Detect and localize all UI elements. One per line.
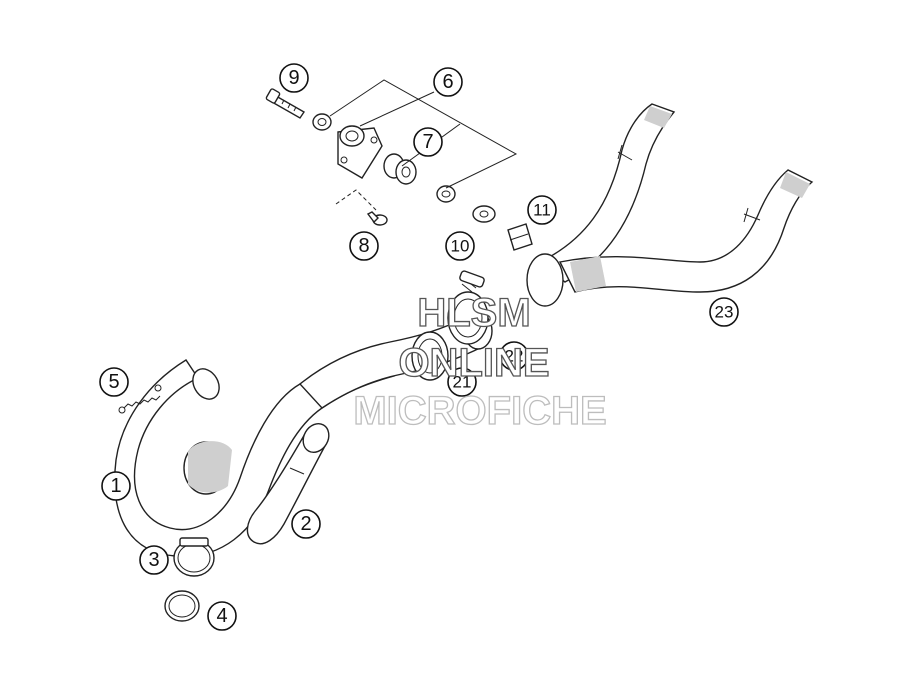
callout-9-label: 9: [288, 67, 299, 89]
watermark-line-1: HLSM: [417, 291, 530, 335]
callout-6-label: 6: [442, 71, 453, 93]
callout-11-label: 11: [533, 201, 551, 220]
callout-9: 9: [279, 63, 309, 93]
part-23-silencer-pipe: [526, 103, 814, 307]
part-7-grommet: [383, 153, 417, 185]
callout-1-label: 1: [110, 475, 121, 497]
callout-8: 8: [349, 231, 379, 261]
part-6-bracket: [337, 125, 383, 179]
callout-21: 21: [447, 367, 477, 397]
part-21-gasket: [411, 331, 449, 381]
callout-23: 23: [709, 297, 739, 327]
callout-22-label: 22: [505, 347, 524, 366]
callout-2-label: 2: [300, 513, 311, 535]
callout-3-label: 3: [148, 549, 159, 571]
callout-10: 10: [445, 231, 475, 261]
callout-2: 2: [291, 509, 321, 539]
part-22-clamp: [447, 270, 489, 345]
callout-22: 22: [499, 341, 529, 371]
callout-4: 4: [207, 601, 237, 631]
part-3-clamp: [173, 537, 215, 577]
callout-10-label: 10: [451, 237, 470, 256]
callout-8-label: 8: [358, 235, 369, 257]
part-11-clip: [507, 223, 533, 251]
callout-5: 5: [99, 367, 129, 397]
callout-4-label: 4: [216, 605, 227, 627]
callout-11: 11: [527, 195, 557, 225]
watermark-line-2: ONLINE: [398, 341, 549, 385]
part-5-spring: [118, 384, 162, 414]
callout-7-label: 7: [422, 131, 433, 153]
callout-23-label: 23: [715, 303, 734, 322]
part-10-washer: [472, 205, 496, 223]
part-4-gasket: [164, 590, 200, 622]
callout-7: 7: [413, 127, 443, 157]
spacer-part: [312, 113, 332, 131]
callout-3: 3: [139, 545, 169, 575]
callout-5-label: 5: [108, 371, 119, 393]
callout-21-label: 21: [453, 373, 472, 392]
callout-6: 6: [433, 67, 463, 97]
washer-part: [436, 185, 456, 203]
part-8-screw: [366, 211, 388, 226]
watermark: HLSM ONLINE MICROFICHE: [353, 290, 608, 433]
watermark-line-3: MICROFICHE: [353, 389, 606, 433]
callout-1: 1: [101, 471, 131, 501]
part-2-header-pipe: [246, 422, 330, 545]
part-9-bolt: [265, 88, 305, 119]
